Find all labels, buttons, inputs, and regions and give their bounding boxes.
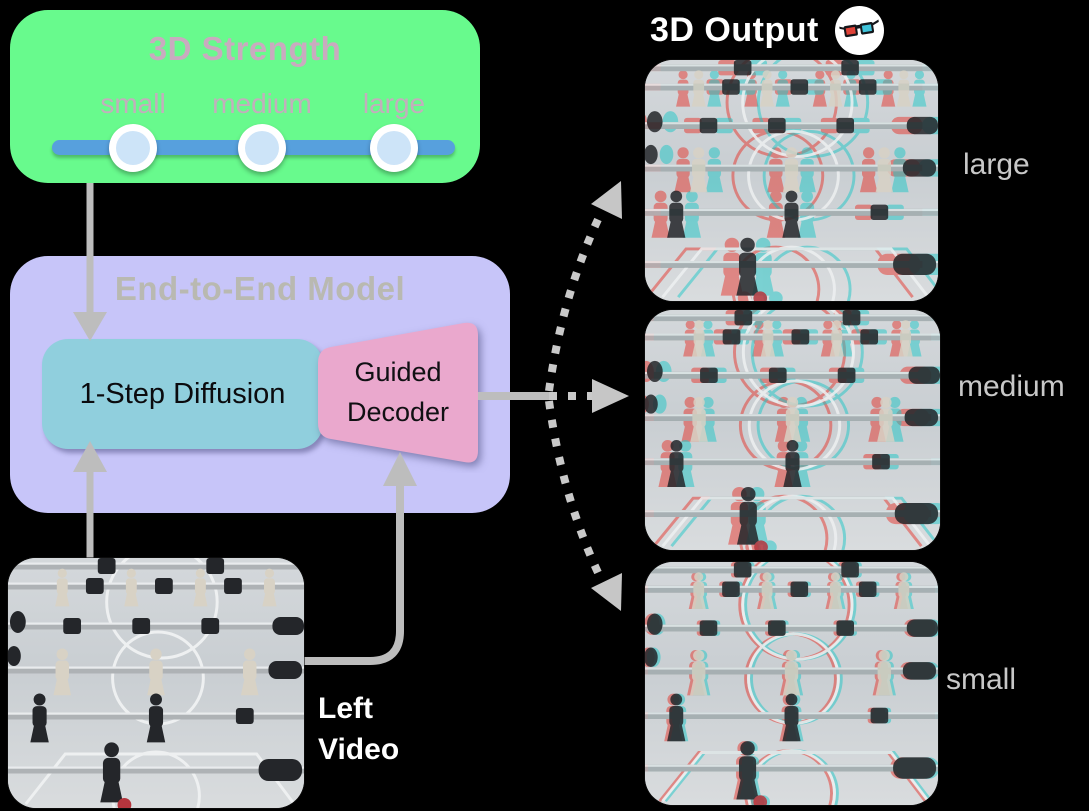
3d-glasses-icon xyxy=(834,6,884,55)
slider-knob-small xyxy=(109,124,157,172)
output-title: 3D Output xyxy=(650,11,819,49)
arrow-to-small-output xyxy=(545,400,622,611)
output-label-medium: medium xyxy=(958,370,1065,403)
diffusion-box-label: 1-Step Diffusion xyxy=(79,377,286,410)
output-image-large xyxy=(645,60,938,301)
slider-label-medium: medium xyxy=(212,88,312,119)
strength-panel-title: 3D Strength xyxy=(148,30,342,67)
output-image-small xyxy=(645,562,938,805)
decoder-box xyxy=(310,313,490,473)
arrow-to-medium-output xyxy=(549,379,629,413)
model-panel-title: End-to-End Model xyxy=(114,270,406,307)
decoder-trapezoid-shape xyxy=(318,322,478,463)
left-video-label: Left Video xyxy=(318,692,400,766)
output-image-medium xyxy=(645,310,940,550)
slider-label-large: large xyxy=(362,88,426,119)
diffusion-box: 1-Step Diffusion xyxy=(42,339,323,449)
output-label-large: large xyxy=(963,148,1030,181)
slider-knob-large xyxy=(370,124,418,172)
output-label-small: small xyxy=(946,663,1017,696)
arrow-to-large-output xyxy=(545,181,622,392)
strength-panel: 3D Strength small medium large xyxy=(10,10,480,183)
slider-label-small: small xyxy=(100,88,166,119)
output-header: 3D Output xyxy=(650,6,884,55)
left-video-image xyxy=(8,558,304,808)
slider-knob-medium xyxy=(238,124,286,172)
decoder-box-label: Guided Decoder xyxy=(346,357,450,427)
